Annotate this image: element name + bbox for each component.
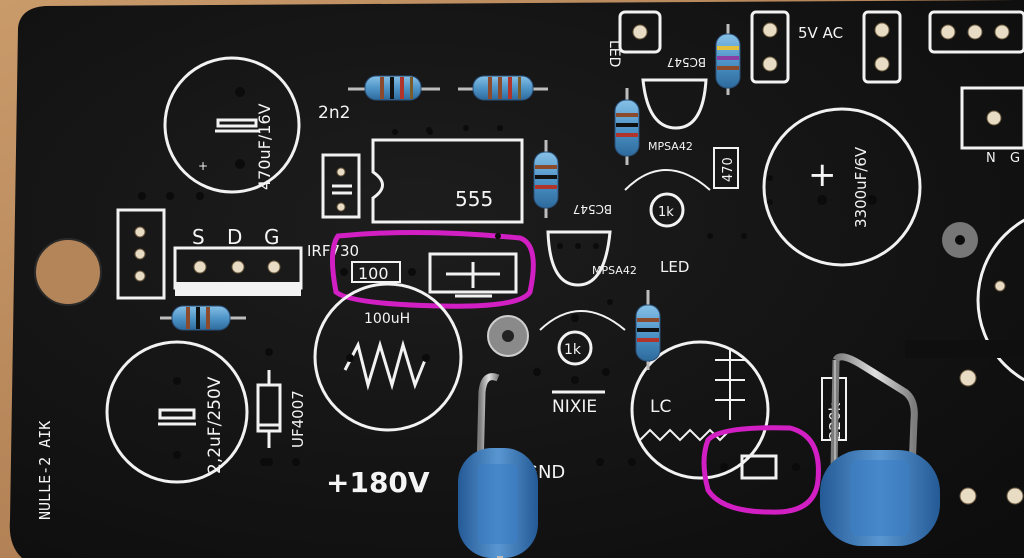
bc547-mid-label: BC547 <box>573 202 612 216</box>
plus-sign-icon: + <box>198 159 208 173</box>
small-cap-footprint <box>321 153 361 219</box>
sdg-s-label: S <box>192 225 205 249</box>
capacitor-470uf: + 470uF/16V <box>163 56 301 194</box>
resistor-vertical-2 <box>715 24 741 95</box>
hv-resistor-left <box>458 373 538 558</box>
inductor-zigzag-icon <box>343 339 427 391</box>
capacitor-2-2uf: 2,2uF/250V <box>105 340 249 484</box>
r470-label: 470 <box>721 157 736 182</box>
cap-470-label: 470uF/16V <box>255 103 274 190</box>
left-connector <box>116 208 166 300</box>
uf4007-label: UF4007 <box>289 390 307 448</box>
capacitor-3300uf: + 3300uF/6V <box>762 107 922 267</box>
mounting-hole-icon <box>34 238 102 306</box>
ic-555-label: 555 <box>455 187 493 211</box>
sdg-d-label: D <box>227 225 242 249</box>
hv-resistor-right <box>820 353 940 546</box>
inductor-100uh: 100uH <box>313 282 463 432</box>
cap-2-2-label: 2,2uF/250V <box>205 376 225 474</box>
board-name-label: NULLE-2 AIK <box>36 421 54 520</box>
standoff-washer <box>487 315 529 357</box>
resistor-top-2 <box>458 75 548 101</box>
v5ac-label: 5V AC <box>798 24 843 42</box>
resistor-left <box>160 305 246 331</box>
led-mid-label: LED <box>660 258 689 276</box>
cap-2n2-label: 2n2 <box>318 103 350 123</box>
diode-uf4007: UF4007 <box>256 348 307 466</box>
mpsa42-mid-label: MPSA42 <box>592 264 637 277</box>
v180-label: +180V <box>326 466 430 499</box>
lc-label: LC <box>650 397 671 417</box>
via-holes <box>138 129 773 466</box>
resistor-vertical-3 <box>533 140 559 218</box>
mpsa42-top-label: MPSA42 <box>648 140 693 153</box>
r1k-mid-label: 1k <box>564 342 582 358</box>
resistor-vertical-1 <box>614 88 640 165</box>
resistor-vertical-4 <box>635 290 661 370</box>
plus-sign-icon: + <box>808 155 837 195</box>
led-top-label: LED <box>606 40 622 67</box>
right-socket-outline <box>905 218 1024 505</box>
nixie-label: NIXIE <box>552 397 597 417</box>
ng-g-label: G <box>1010 151 1020 166</box>
highlight-mark-2 <box>701 425 821 515</box>
highlight-mark-1 <box>330 229 536 309</box>
ng-connector: N G <box>960 86 1024 166</box>
transistor-mid: BC547 MPSA42 LED <box>539 202 689 331</box>
inductor-label: 100uH <box>364 311 410 327</box>
r100-label: 100 <box>358 264 389 283</box>
ic-555-footprint: 555 <box>371 125 524 224</box>
r100-footprint: 100 <box>340 252 518 298</box>
cap-3300-label: 3300uF/6V <box>852 146 870 228</box>
transistor-top: BC547 MPSA42 LED 1k 470 <box>606 40 739 228</box>
top-pad-headers: 5V AC <box>618 10 1024 84</box>
bc547-top-label: BC547 <box>667 55 706 69</box>
nixie-section: NIXIE 1k <box>552 314 605 417</box>
lc-footprint: LC <box>630 340 800 480</box>
resistor-top-1 <box>348 75 440 101</box>
ng-n-label: N <box>986 151 996 166</box>
sdg-g-label: G <box>264 225 280 249</box>
r1k-top-label: 1k <box>658 205 674 220</box>
